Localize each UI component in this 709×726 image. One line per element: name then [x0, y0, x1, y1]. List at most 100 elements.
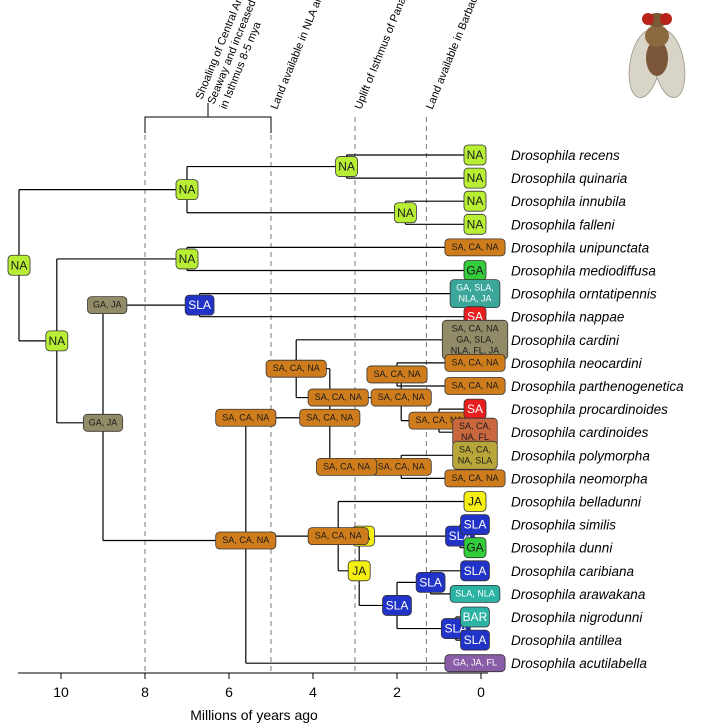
- node-n_rq-label: NA: [338, 160, 355, 174]
- tip-state-21-label: SLA: [464, 633, 487, 647]
- tip-state-20: BAR: [460, 606, 490, 628]
- tip-state-18: SLA: [460, 560, 490, 582]
- node-n_rqif-label: NA: [179, 183, 196, 197]
- event-label-2: Uplift of Isthmus of Panama 3 mya: [353, 0, 427, 111]
- tip-state-12-label: SA, CA,: [459, 421, 491, 431]
- node-n_ump: NA: [175, 248, 199, 270]
- tip-state-21: SLA: [460, 629, 490, 651]
- tip-state-3-label: NA: [467, 217, 484, 231]
- node-n_dunni: JA: [347, 560, 371, 582]
- species-label: Drosophila parthenogenetica: [511, 379, 684, 394]
- species-label: Drosophila unipunctata: [511, 240, 650, 255]
- x-tick-label: 8: [141, 684, 149, 700]
- species-label: Drosophila polymorpha: [511, 448, 650, 463]
- tip-state-20-label: BAR: [463, 610, 488, 624]
- node-n_cd_e: SA, CA, NA: [265, 359, 327, 378]
- tip-state-12-label: NA, FL: [461, 432, 489, 442]
- tip-state-22-label: GA, JA, FL: [453, 658, 497, 668]
- node-n_rqif: NA: [175, 179, 199, 201]
- node-n_cd_a-label: SA, CA, NA: [373, 369, 420, 379]
- node-n_pm2: SA, CA, NA: [316, 457, 378, 476]
- x-axis-title: Millions of years ago: [190, 707, 318, 723]
- node-n_pm2-label: SA, CA, NA: [323, 461, 370, 471]
- species-label: Drosophila neocardini: [511, 356, 643, 371]
- tip-state-10: SA, CA, NA: [444, 377, 506, 395]
- node-n_ca-label: SLA: [419, 575, 442, 589]
- x-tick-label: 4: [309, 684, 317, 700]
- tip-state-2: NA: [463, 190, 487, 212]
- node-n_ump-label: NA: [179, 252, 196, 266]
- tip-state-8-label: GA, SLA,: [456, 334, 494, 344]
- tip-state-13-label: NA, SLA: [458, 455, 493, 465]
- tip-state-0: NA: [463, 144, 487, 166]
- x-tick-label: 0: [477, 684, 485, 700]
- node-n_cd_a: SA, CA, NA: [366, 365, 428, 384]
- species-label: Drosophila nigrodunni: [511, 610, 643, 625]
- node-n_cd_b-label: SA, CA, NA: [415, 415, 462, 425]
- node-n_card-label: SA, CA, NA: [222, 535, 269, 545]
- node-n_on-label: SLA: [188, 298, 211, 312]
- node-n_root-label: NA: [11, 258, 28, 272]
- species-label: Drosophila nappae: [511, 310, 624, 325]
- tip-state-16: SLA: [460, 514, 490, 535]
- species-label: Drosophila arawakana: [511, 587, 646, 602]
- fly-abdomen: [646, 40, 668, 76]
- species-label: Drosophila innubila: [511, 194, 626, 209]
- node-n_gaja: GA, JA: [82, 413, 124, 432]
- tip-state-1: NA: [463, 167, 487, 189]
- fly-eye-left: [642, 13, 654, 25]
- node-n_cd_f-label: SA, CA, NA: [306, 412, 353, 422]
- tip-state-12: SA, CA,NA, FL: [452, 417, 498, 447]
- tip-state-22: GA, JA, FL: [444, 654, 506, 673]
- species-label: Drosophila belladunni: [511, 495, 642, 510]
- node-n_ca: SLA: [415, 571, 446, 593]
- tip-state-13-label: SA, CA,: [459, 444, 491, 454]
- tip-state-8-label: NLA, FL, JA: [451, 345, 500, 355]
- x-tick-label: 6: [225, 684, 233, 700]
- node-n_bel: SA, CA, NA: [307, 527, 369, 546]
- species-label: Drosophila recens: [511, 148, 620, 163]
- tip-state-11: SA: [463, 398, 487, 420]
- species-label: Drosophila neomorpha: [511, 471, 648, 486]
- tip-state-14-label: SA, CA, NA: [451, 473, 498, 483]
- species-label: Drosophila orntatipennis: [511, 287, 657, 302]
- species-label: Drosophila procardinoides: [511, 402, 668, 417]
- tip-state-15-label: JA: [468, 495, 482, 509]
- tip-state-19: SLA, NLA: [449, 585, 501, 603]
- node-n_cana: SLA: [382, 595, 412, 616]
- fly-photo: [628, 13, 686, 98]
- tip-state-11-label: SA: [467, 402, 483, 416]
- node-n_cd_d: SA, CA, NA: [307, 388, 369, 407]
- node-n_cd_f: SA, CA, NA: [299, 408, 361, 427]
- tip-state-5: GA: [463, 260, 487, 281]
- node-n_pm: SA, CA, NA: [370, 457, 432, 476]
- node-n_cana-label: SLA: [386, 598, 409, 612]
- species-label: Drosophila acutilabella: [511, 656, 647, 671]
- node-n_cd_d-label: SA, CA, NA: [315, 392, 362, 402]
- tip-state-4-label: SA, CA, NA: [451, 242, 498, 252]
- tip-state-5-label: GA: [466, 264, 483, 278]
- tip-state-8-label: SA, CA, NA: [451, 323, 498, 333]
- node-n_cd_c: SA, CA, NA: [370, 388, 432, 407]
- node-n_pm-label: SA, CA, NA: [378, 461, 425, 471]
- species-label: Drosophila similis: [511, 518, 616, 533]
- tip-state-1-label: NA: [467, 171, 484, 185]
- tip-state-15: JA: [463, 491, 487, 512]
- tip-state-9-label: SA, CA, NA: [451, 357, 498, 367]
- species-label: Drosophila mediodiffusa: [511, 264, 656, 279]
- tip-state-6-label: NLA, JA: [458, 294, 491, 304]
- node-n_on: SLA: [184, 294, 215, 316]
- tip-state-16-label: SLA: [464, 518, 487, 532]
- tip-state-4: SA, CA, NA: [444, 238, 506, 257]
- node-n_onx: GA, JA: [87, 296, 128, 315]
- species-label: Drosophila dunni: [511, 541, 613, 556]
- event-bracket: [144, 103, 272, 133]
- species-label: Drosophila antillea: [511, 633, 623, 648]
- tip-state-17: GA: [463, 537, 487, 559]
- species-label: Drosophila cardini: [511, 333, 620, 348]
- node-n_if-label: NA: [397, 206, 414, 220]
